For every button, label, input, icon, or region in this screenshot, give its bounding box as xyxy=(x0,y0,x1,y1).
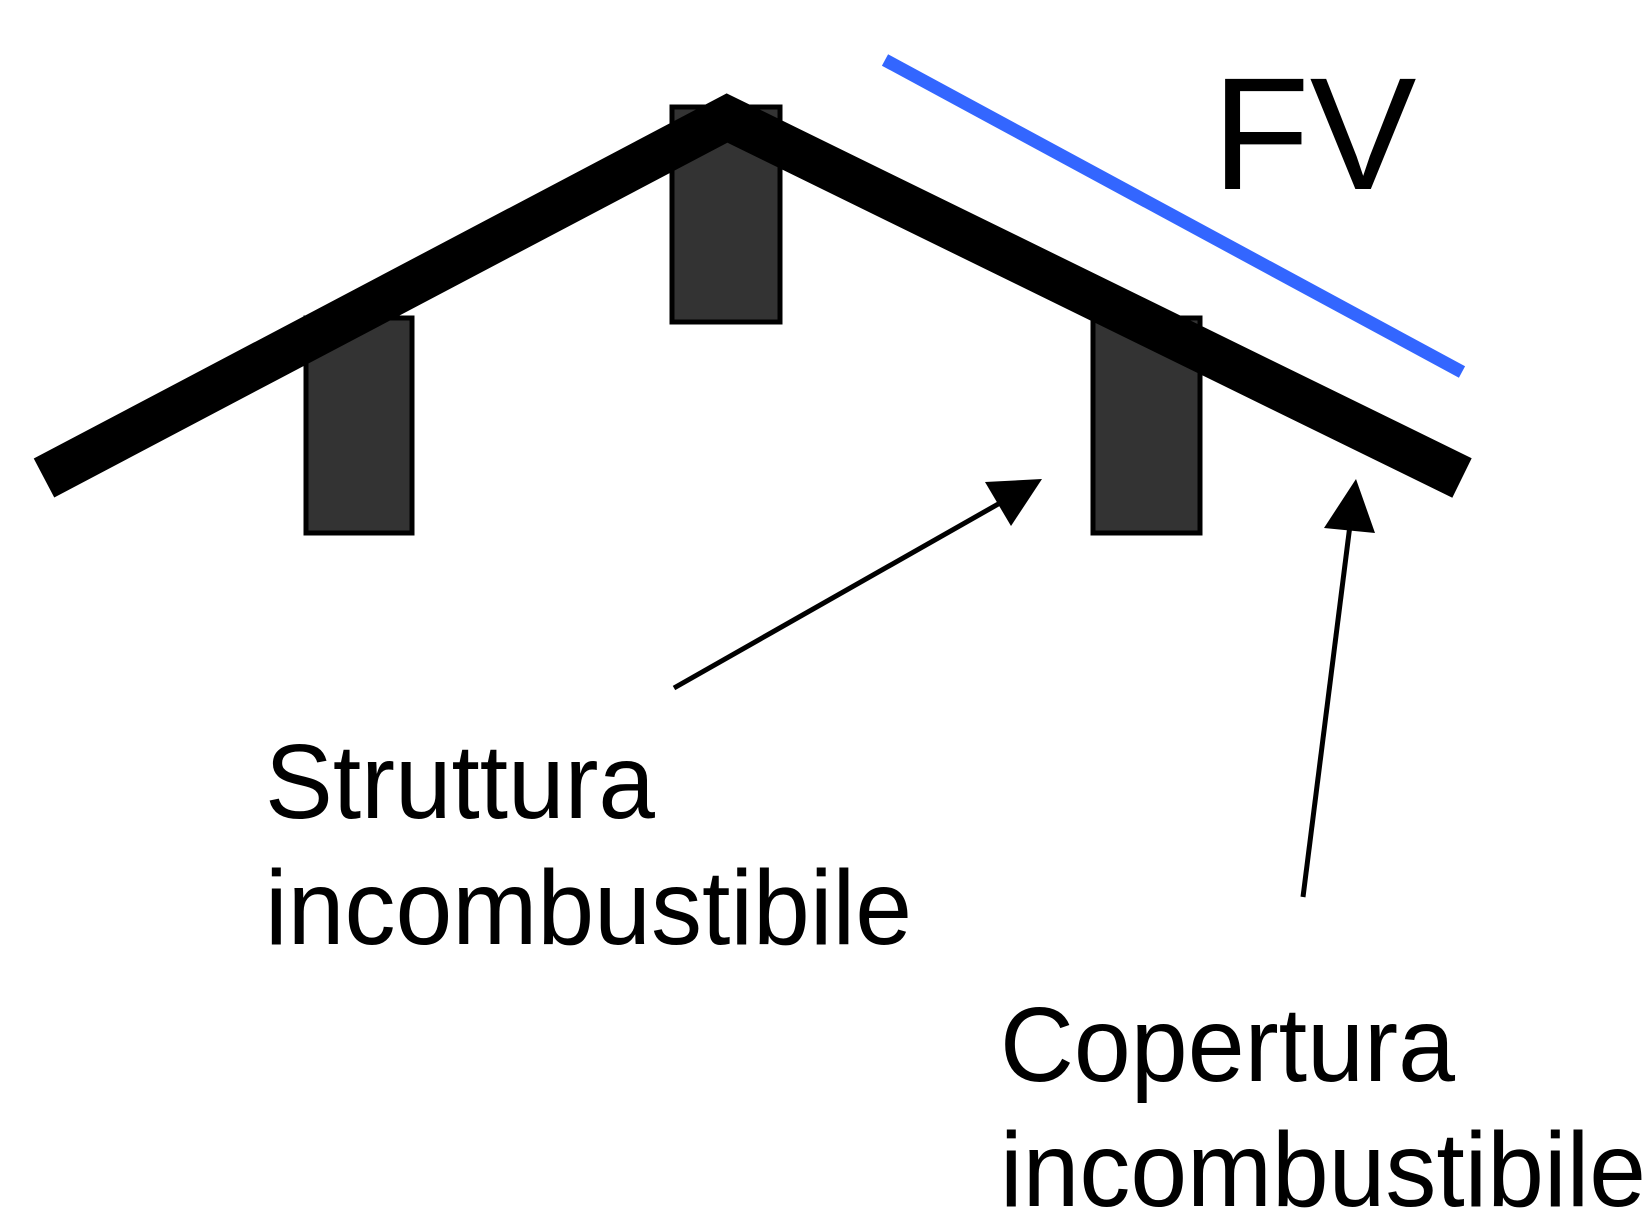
covering-arrow xyxy=(1300,479,1375,898)
structure-label-line2: incombustibile xyxy=(265,849,912,967)
pv-panel xyxy=(881,54,1466,378)
covering-label-line2: incombustibile xyxy=(1000,1111,1646,1226)
structure-arrow xyxy=(672,479,1042,691)
roof-covering xyxy=(33,93,1472,498)
pv-label: FV xyxy=(1212,44,1417,223)
covering-label-line1: Copertura xyxy=(1000,986,1455,1104)
structure-label-line1: Struttura xyxy=(265,723,655,841)
